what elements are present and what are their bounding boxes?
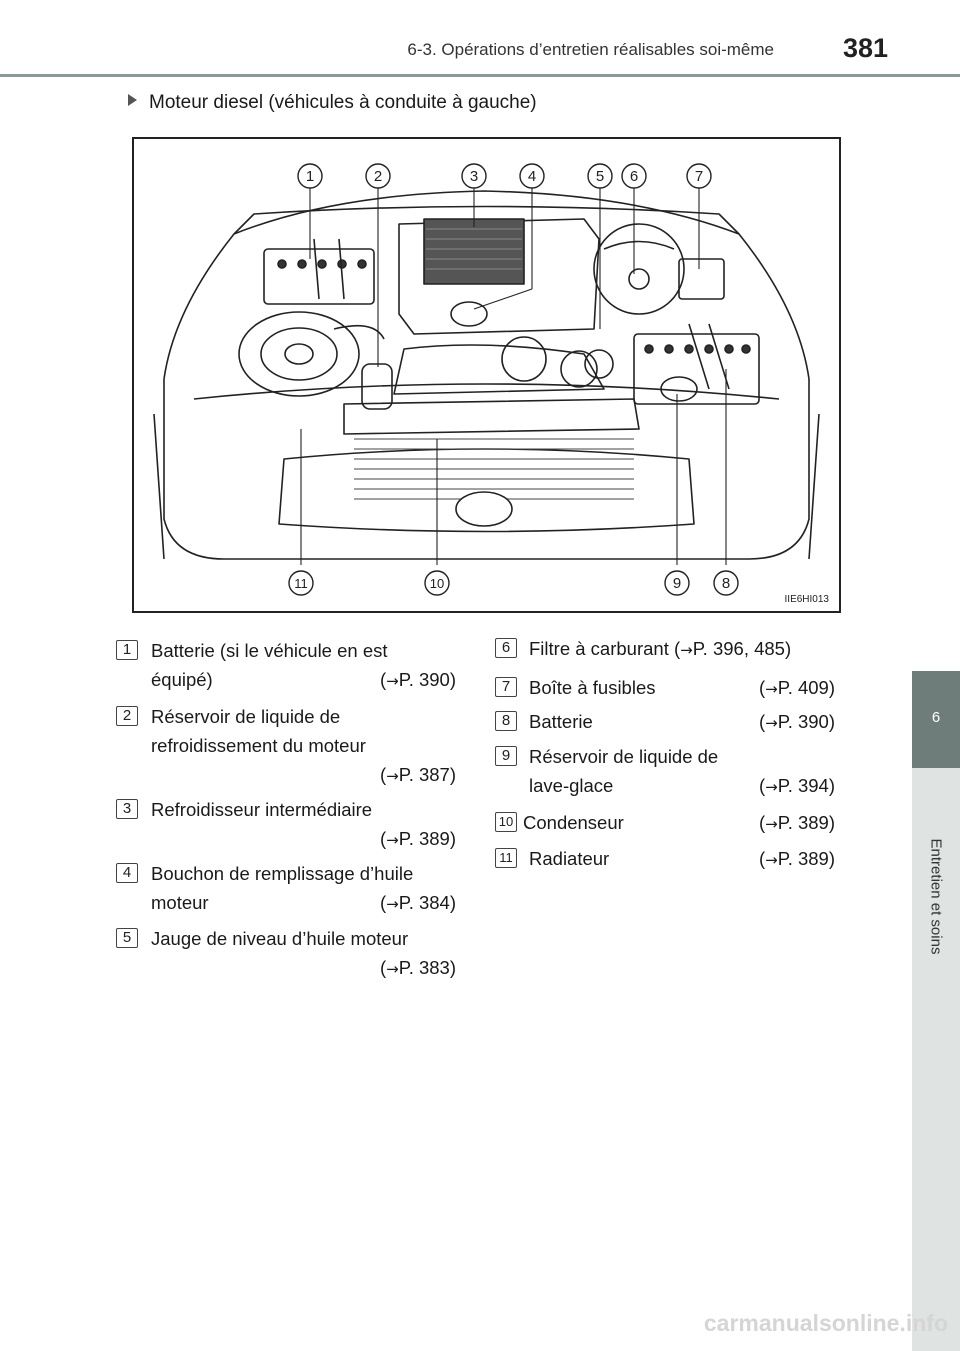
legend-number: 4 — [116, 863, 138, 883]
legend-text-line2: lave-glace — [529, 775, 614, 796]
legend-ref: (→P. 394) — [758, 775, 835, 796]
legend-ref: (→P. 384) — [379, 892, 456, 913]
legend-number: 11 — [495, 848, 517, 868]
legend-ref: (→P. 383) — [379, 957, 456, 978]
page-number: 381 — [842, 33, 888, 63]
legend-number: 10 — [495, 812, 517, 832]
chapter-number: 6 — [931, 709, 941, 726]
legend-text-line1: Refroidisseur intermédiaire — [151, 799, 373, 820]
chapter-tab: 6 — [912, 671, 960, 768]
legend-text-line2: moteur — [151, 892, 209, 913]
section-title: 6-3. Opérations d’entretien réalisables … — [407, 40, 774, 59]
arrow-icon: → — [386, 831, 399, 849]
callout-11: 11 — [294, 576, 308, 591]
callout-4: 4 — [528, 168, 536, 185]
legend-text-line2: équipé) — [151, 669, 213, 690]
legend-text-line1: Batterie — [529, 711, 593, 732]
subtitle: Moteur diesel (véhicules à conduite à ga… — [128, 92, 537, 114]
legend-number: 9 — [495, 746, 517, 766]
arrow-icon: → — [765, 778, 778, 796]
legend-text-line1: Condenseur — [523, 812, 624, 833]
chapter-label: Entretien et soins — [927, 838, 945, 955]
arrow-icon: → — [680, 641, 693, 659]
arrow-icon: → — [765, 714, 778, 732]
header-divider — [0, 74, 960, 77]
callout-1: 1 — [306, 168, 314, 185]
callout-9: 9 — [673, 575, 681, 592]
chapter-tab-label-area: Entretien et soins — [912, 768, 960, 1351]
callout-10: 10 — [430, 576, 444, 591]
page-header: 6-3. Opérations d’entretien réalisables … — [0, 0, 960, 80]
engine-drawing: 1 2 3 4 5 6 7 11 10 9 8 — [153, 163, 820, 596]
legend-text: Filtre à carburant (→P. 396, 485) — [529, 638, 792, 659]
legend-ref: (→P. 389) — [379, 828, 456, 849]
legend-number: 1 — [116, 640, 138, 660]
legend-number: 6 — [495, 638, 517, 658]
figure-code: IIE6HI013 — [784, 594, 829, 605]
legend-number: 2 — [116, 706, 138, 726]
legend-ref: (→P. 390) — [379, 669, 456, 690]
legend-number: 3 — [116, 799, 138, 819]
callout-2: 2 — [374, 168, 382, 185]
arrow-icon: → — [765, 851, 778, 869]
legend-ref: (→P. 390) — [758, 711, 835, 732]
callout-3: 3 — [470, 168, 478, 185]
arrow-icon: → — [765, 680, 778, 698]
legend-text-line1: Réservoir de liquide de — [529, 746, 719, 767]
watermark: carmanualsonline.info — [703, 1310, 948, 1336]
legend-ref: (→P. 389) — [758, 812, 835, 833]
arrow-icon: → — [386, 895, 399, 913]
arrow-icon: → — [386, 672, 399, 690]
legend-text-line1: Bouchon de remplissage d’huile — [151, 863, 414, 884]
arrow-icon: → — [386, 767, 399, 785]
triangle-bullet-icon — [128, 94, 137, 106]
legend-ref: (→P. 409) — [758, 677, 835, 698]
callout-5: 5 — [596, 168, 604, 185]
legend-number: 8 — [495, 711, 517, 731]
legend-text-line1: Radiateur — [529, 848, 610, 869]
legend-text-line1: Jauge de niveau d’huile moteur — [151, 928, 409, 949]
legend-text-line1: Batterie (si le véhicule en est — [151, 640, 388, 661]
legend-text-line2: refroidissement du moteur — [151, 735, 366, 756]
arrow-icon: → — [765, 815, 778, 833]
legend-ref: (→P. 387) — [379, 764, 456, 785]
legend-text-line1: Boîte à fusibles — [529, 677, 656, 698]
legend-number: 7 — [495, 677, 517, 697]
callout-7: 7 — [695, 168, 703, 185]
callout-8: 8 — [722, 575, 730, 592]
arrow-icon: → — [386, 960, 399, 978]
legend-number: 5 — [116, 928, 138, 948]
callout-6: 6 — [630, 168, 638, 185]
legend-ref: (→P. 389) — [758, 848, 835, 869]
engine-compartment-illustration: 1 2 3 4 5 6 7 11 10 9 8 IIE6HI013 — [132, 137, 841, 613]
legend-text-line1: Réservoir de liquide de — [151, 706, 341, 727]
subtitle-text: Moteur diesel (véhicules à conduite à ga… — [149, 92, 537, 113]
